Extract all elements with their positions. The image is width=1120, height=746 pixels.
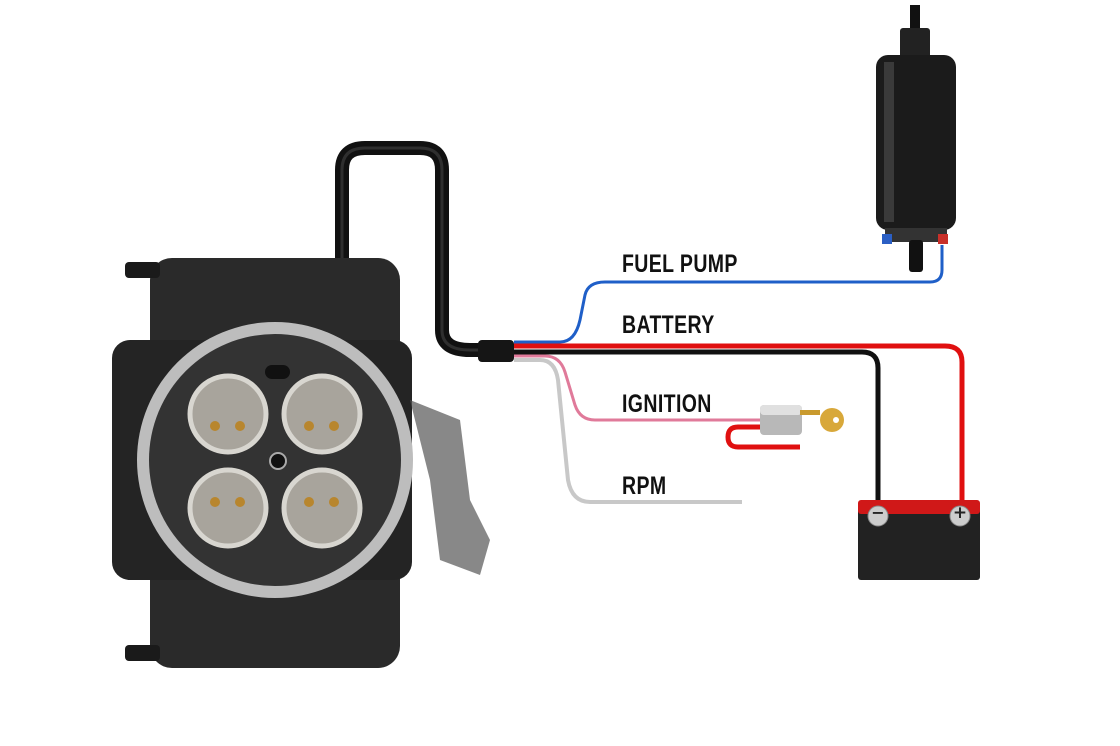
battery-label: BATTERY xyxy=(622,311,715,339)
ignition-wire xyxy=(514,354,760,422)
fuel-pump-wire xyxy=(514,245,944,344)
throttle-body-icon xyxy=(112,258,490,668)
battery-positive-terminal: + xyxy=(952,503,968,523)
ignition-label: IGNITION xyxy=(622,390,712,418)
fuel-pump-label: FUEL PUMP xyxy=(622,250,738,278)
ignition-switch-icon xyxy=(725,405,844,450)
battery-negative-wire xyxy=(514,349,881,500)
battery-negative-terminal: − xyxy=(871,503,885,522)
rpm-label: RPM xyxy=(622,472,667,500)
rpm-wire xyxy=(514,358,742,504)
fuel-pump-icon xyxy=(876,5,956,272)
battery-positive-wire xyxy=(514,343,965,500)
hose-connector xyxy=(478,340,514,362)
battery-icon xyxy=(858,500,980,580)
